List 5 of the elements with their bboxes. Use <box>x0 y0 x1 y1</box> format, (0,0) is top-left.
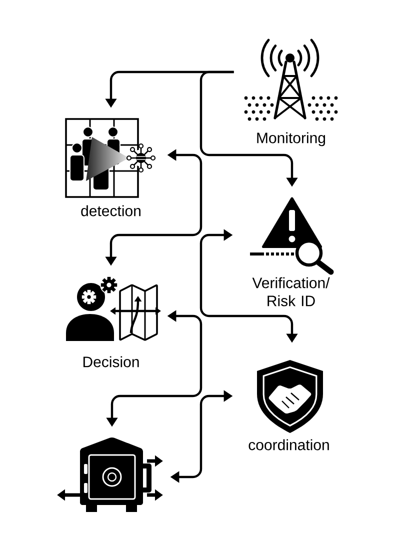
node-label: detection <box>81 205 140 216</box>
node-label: Decision <box>83 356 139 368</box>
node-label: Monitoring <box>257 132 326 146</box>
node-label: coordination <box>248 439 329 450</box>
node-label: Verification/ Risk ID <box>252 277 330 306</box>
